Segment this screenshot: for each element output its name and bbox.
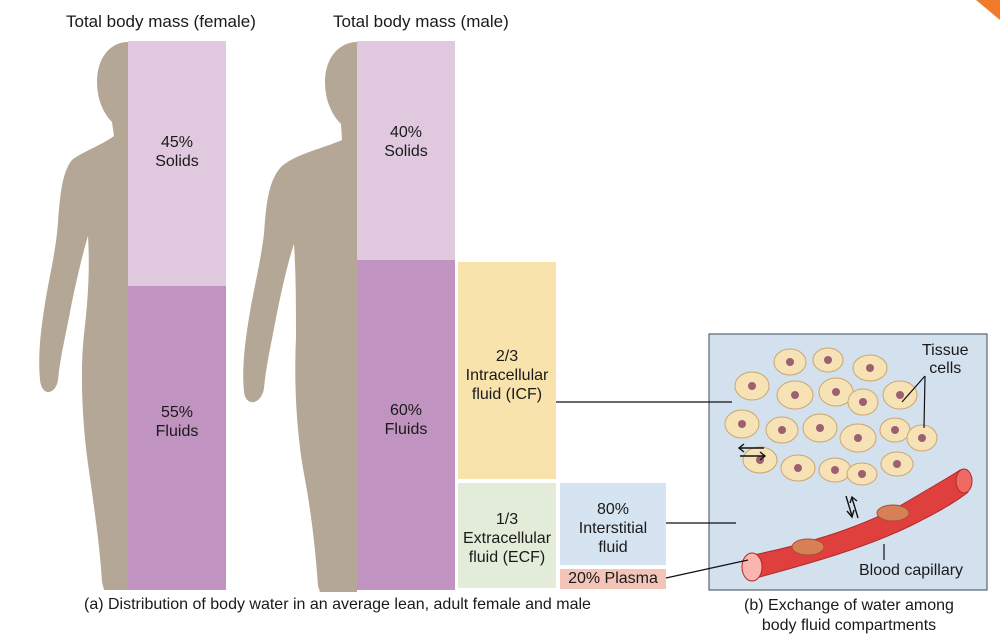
tissue-line2: cells (922, 360, 969, 378)
caption-b: (b) Exchange of water among body fluid c… (704, 596, 994, 636)
corner-marker (976, 0, 1000, 20)
capillary-label: Blood capillary (859, 562, 963, 580)
tissue-line1: Tissue (922, 342, 969, 360)
caption-a: (a) Distribution of body water in an ave… (84, 596, 591, 614)
tissue-cells-label: Tissue cells (922, 342, 969, 378)
caption-b-line1: (b) Exchange of water among (704, 596, 994, 616)
caption-b-line2: body fluid compartments (704, 616, 994, 636)
